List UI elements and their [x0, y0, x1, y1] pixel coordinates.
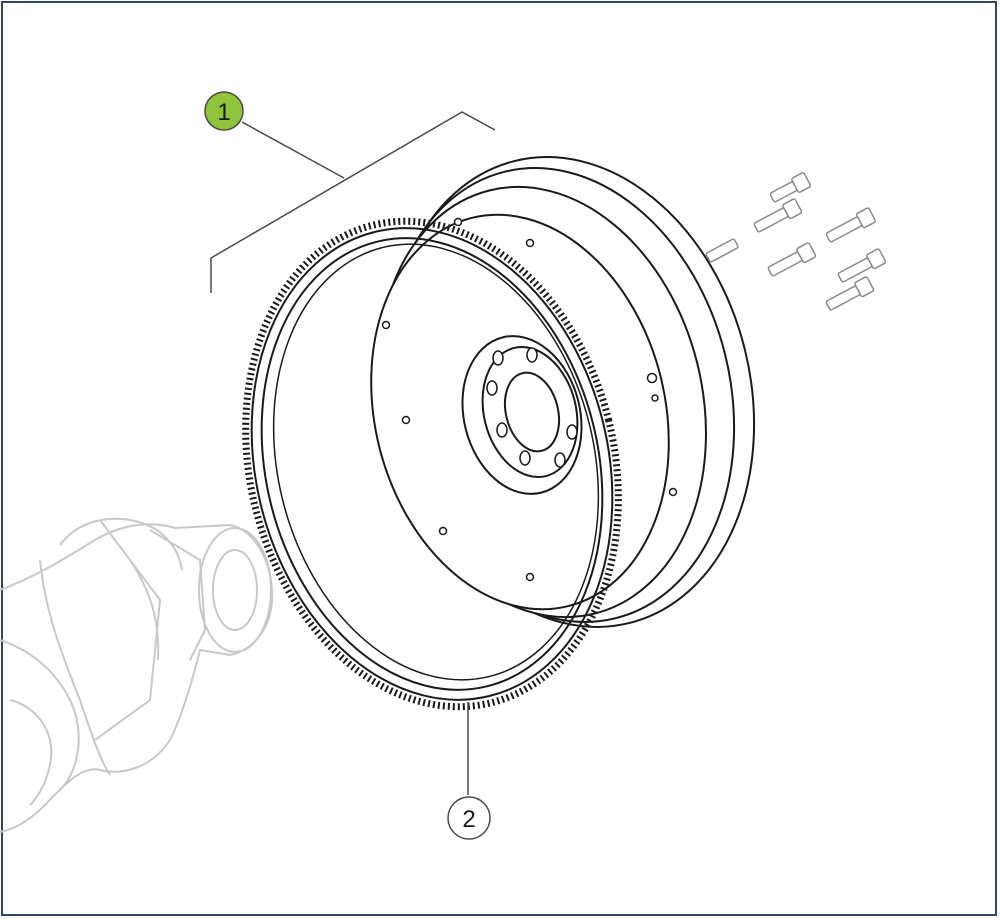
callout-1-label: 1: [217, 99, 230, 126]
bolts: [705, 172, 887, 311]
crankshaft-ghost: [0, 517, 274, 833]
hub-bolt-holes: [486, 347, 578, 468]
callout-1-leader: [210, 111, 496, 293]
callout-2-badge: [447, 796, 491, 840]
ring-gear: [242, 217, 622, 711]
callout-1-badge: [204, 91, 244, 131]
outer-bolt-holes: [381, 217, 678, 582]
callout-1[interactable]: 1: [204, 91, 244, 131]
callout-2[interactable]: 2: [447, 796, 491, 840]
callout-2-label: 2: [462, 806, 475, 833]
flywheel: [370, 156, 756, 628]
